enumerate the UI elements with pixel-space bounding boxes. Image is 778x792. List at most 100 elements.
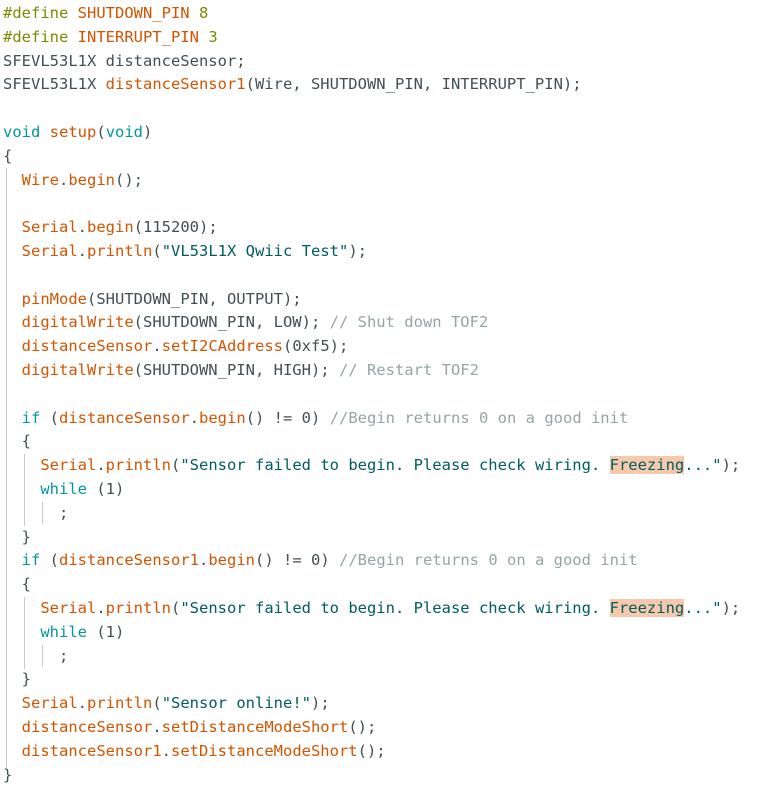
code-line[interactable]: ;	[3, 645, 740, 669]
code-token: Wire	[21, 170, 59, 189]
code-token: () != 0)	[245, 408, 330, 427]
code-token: begin	[87, 218, 134, 237]
code-token: )	[143, 122, 153, 141]
code-token: (	[96, 122, 106, 141]
code-token: Serial	[21, 241, 78, 260]
indent-guide-setup	[6, 168, 7, 768]
code-token: Serial	[40, 598, 97, 617]
code-token	[3, 718, 22, 736]
code-line[interactable]: SFEVL53L1X distanceSensor1(Wire, SHUTDOW…	[3, 73, 740, 97]
code-line[interactable]: Wire.begin();	[3, 169, 740, 193]
code-token	[3, 480, 40, 498]
code-token: {	[3, 575, 31, 594]
code-line[interactable]: Serial.println("VL53L1X Qwiic Test");	[3, 240, 740, 264]
code-token	[3, 599, 40, 617]
code-token: (	[171, 598, 181, 617]
code-line[interactable]: #define INTERRUPT_PIN 3	[3, 26, 740, 50]
code-token: setDistanceModeShort	[161, 717, 349, 736]
code-token: ;	[3, 646, 69, 665]
code-line[interactable]: SFEVL53L1X distanceSensor;	[3, 50, 740, 74]
code-line[interactable]: }	[3, 526, 740, 550]
code-token: (1)	[87, 479, 125, 498]
code-line[interactable]: digitalWrite(SHUTDOWN_PIN, LOW); // Shut…	[3, 311, 740, 335]
code-token: distanceSensor1	[59, 551, 199, 570]
code-token: void	[3, 122, 41, 141]
code-token: .	[59, 170, 69, 189]
code-token: {	[3, 146, 13, 165]
code-token: while	[40, 479, 87, 498]
code-token: {	[3, 432, 31, 451]
code-token: SHUTDOWN_PIN	[77, 4, 190, 22]
search-highlight: Freezing	[609, 598, 685, 617]
code-token: () != 0)	[255, 551, 340, 570]
code-token: );	[721, 598, 741, 617]
code-line[interactable]: {	[3, 145, 740, 169]
code-token: .	[77, 241, 88, 260]
code-token: distanceSensor	[59, 408, 190, 427]
code-line[interactable]: while (1)	[3, 478, 740, 502]
code-token	[3, 409, 22, 427]
code-line[interactable]: while (1)	[3, 621, 740, 645]
code-token: (1)	[87, 622, 125, 641]
code-token: .	[152, 717, 162, 736]
code-token: if	[21, 551, 41, 570]
code-line[interactable]: distanceSensor.setI2CAddress(0xf5);	[3, 335, 740, 359]
code-line[interactable]: ​	[3, 264, 740, 288]
code-token: (	[152, 241, 162, 260]
code-token: pinMode	[21, 289, 87, 308]
code-line[interactable]: ​	[3, 97, 740, 121]
code-line[interactable]: {	[3, 573, 740, 597]
code-token: );	[348, 241, 367, 260]
code-line[interactable]: Serial.println("Sensor online!");	[3, 692, 740, 716]
code-line[interactable]: distanceSensor.setDistanceModeShort();	[3, 716, 740, 740]
code-line[interactable]: ;	[3, 502, 740, 526]
code-token: println	[87, 694, 153, 713]
code-line[interactable]: pinMode(SHUTDOWN_PIN, OUTPUT);	[3, 288, 740, 312]
search-highlight: Freezing	[609, 456, 685, 475]
code-token: .	[77, 218, 88, 237]
code-token: ();	[115, 170, 144, 189]
code-line[interactable]: {	[3, 430, 740, 454]
code-token: distanceSensor	[21, 717, 153, 736]
code-line[interactable]: if (distanceSensor1.begin() != 0) //Begi…	[3, 549, 740, 573]
code-token: (SHUTDOWN_PIN, LOW);	[133, 313, 330, 332]
code-token: println	[105, 456, 171, 475]
code-token: "Sensor online!"	[161, 694, 311, 713]
code-token: (SHUTDOWN_PIN, HIGH);	[133, 360, 339, 379]
code-token: }	[3, 765, 13, 784]
code-token	[40, 123, 49, 141]
code-token: ();	[348, 717, 377, 736]
code-token: .	[77, 694, 88, 713]
code-line[interactable]: ​	[3, 192, 740, 216]
indent-guide-while-2	[42, 645, 43, 667]
code-line[interactable]: }	[3, 764, 740, 788]
code-token	[3, 337, 22, 355]
code-token	[3, 694, 22, 712]
code-token: .	[96, 456, 106, 475]
code-line[interactable]: distanceSensor1.setDistanceModeShort();	[3, 740, 740, 764]
code-line[interactable]: ​	[3, 383, 740, 407]
code-token: .	[199, 551, 209, 570]
code-line[interactable]: Serial.begin(115200);	[3, 216, 740, 240]
code-token: ();	[357, 741, 386, 760]
indent-guide-if-block-1	[24, 454, 25, 526]
code-line[interactable]: Serial.println("Sensor failed to begin. …	[3, 454, 740, 478]
code-token: 8	[189, 4, 209, 22]
code-token: }	[3, 527, 31, 546]
code-token: "Sensor failed to begin. Please check wi…	[180, 456, 610, 475]
code-lines[interactable]: #define SHUTDOWN_PIN 8#define INTERRUPT_…	[3, 2, 740, 787]
code-token: // Shut down TOF2	[329, 313, 489, 332]
code-token: if	[21, 408, 41, 427]
code-line[interactable]: if (distanceSensor.begin() != 0) //Begin…	[3, 407, 740, 431]
code-token: digitalWrite	[21, 313, 134, 332]
code-token: INTERRUPT_PIN	[77, 27, 199, 46]
code-line[interactable]: void setup(void)	[3, 121, 740, 145]
code-line[interactable]: Serial.println("Sensor failed to begin. …	[3, 597, 740, 621]
code-token: SFEVL53L1X distanceSensor;	[3, 51, 246, 70]
code-line[interactable]: digitalWrite(SHUTDOWN_PIN, HIGH); // Res…	[3, 359, 740, 383]
code-token	[3, 742, 22, 760]
code-token: (Wire, SHUTDOWN_PIN, INTERRUPT_PIN);	[245, 75, 582, 94]
code-line[interactable]: }	[3, 668, 740, 692]
code-line[interactable]: #define SHUTDOWN_PIN 8	[3, 2, 740, 26]
